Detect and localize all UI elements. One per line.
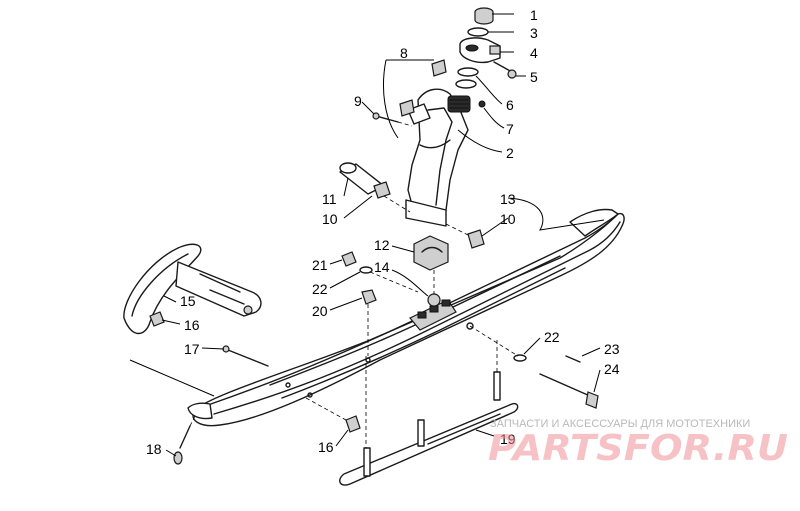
callout-19: 19 <box>500 431 516 447</box>
callout-16-lower: 16 <box>318 439 334 455</box>
pivot-shaft <box>339 162 485 249</box>
callout-12: 12 <box>374 237 390 253</box>
saddle-block <box>413 235 449 271</box>
callout-22-right: 22 <box>544 329 560 345</box>
callout-6: 6 <box>506 97 514 113</box>
nut-16a <box>149 311 165 327</box>
o-ring-b <box>455 79 477 89</box>
nut-16b <box>345 415 361 433</box>
spindle <box>405 88 471 227</box>
callout-8: 8 <box>400 45 408 61</box>
ski-loop-handle <box>123 243 262 335</box>
bushings-8 <box>382 59 447 139</box>
watermark-caption: ЗАПЧАСТИ И АКСЕССУАРЫ ДЛЯ МОТОТЕХНИКИ <box>490 418 750 430</box>
washer-top <box>467 27 489 37</box>
leader-lines <box>161 13 605 457</box>
hardware-right <box>469 325 599 409</box>
callout-10-upper: 10 <box>322 211 338 227</box>
callout-17: 17 <box>184 341 200 357</box>
callout-5: 5 <box>530 69 538 85</box>
grease-fitting <box>478 100 486 108</box>
bolt-18 <box>173 413 197 465</box>
bolt-9 <box>372 112 413 127</box>
callout-9: 9 <box>354 93 362 109</box>
ski-body <box>187 208 625 427</box>
callout-3: 3 <box>530 25 538 41</box>
callout-10-right: 10 <box>500 211 516 227</box>
bolt-14 <box>427 270 441 307</box>
dash-16b <box>305 397 347 421</box>
callout-14: 14 <box>374 259 390 275</box>
cap <box>474 7 494 25</box>
callout-21: 21 <box>312 257 328 273</box>
callout-15: 15 <box>180 293 196 309</box>
hardware-left <box>341 251 419 356</box>
bolt-5 <box>493 61 517 79</box>
callout-18: 18 <box>146 441 162 457</box>
steering-arm-clamp <box>459 37 501 64</box>
callout-23: 23 <box>604 341 620 357</box>
callout-24: 24 <box>604 361 620 377</box>
callout-4: 4 <box>530 45 538 61</box>
callout-22-left: 22 <box>312 281 328 297</box>
callout-1: 1 <box>530 7 538 23</box>
callout-20: 20 <box>312 303 328 319</box>
bolt-17 <box>222 345 269 367</box>
o-ring-a <box>457 67 479 77</box>
handle-ref-line <box>129 359 215 397</box>
callout-2: 2 <box>506 145 514 161</box>
callout-11: 11 <box>322 191 337 207</box>
callout-labels: 1 3 4 5 6 7 2 8 9 11 10 13 10 12 14 21 2… <box>146 7 620 457</box>
callout-13: 13 <box>500 191 516 207</box>
wear-bar <box>339 340 519 486</box>
callout-16-upper: 16 <box>184 317 200 333</box>
watermark-logo: PARTSFOR.RU <box>488 428 788 469</box>
callout-7: 7 <box>506 121 514 137</box>
